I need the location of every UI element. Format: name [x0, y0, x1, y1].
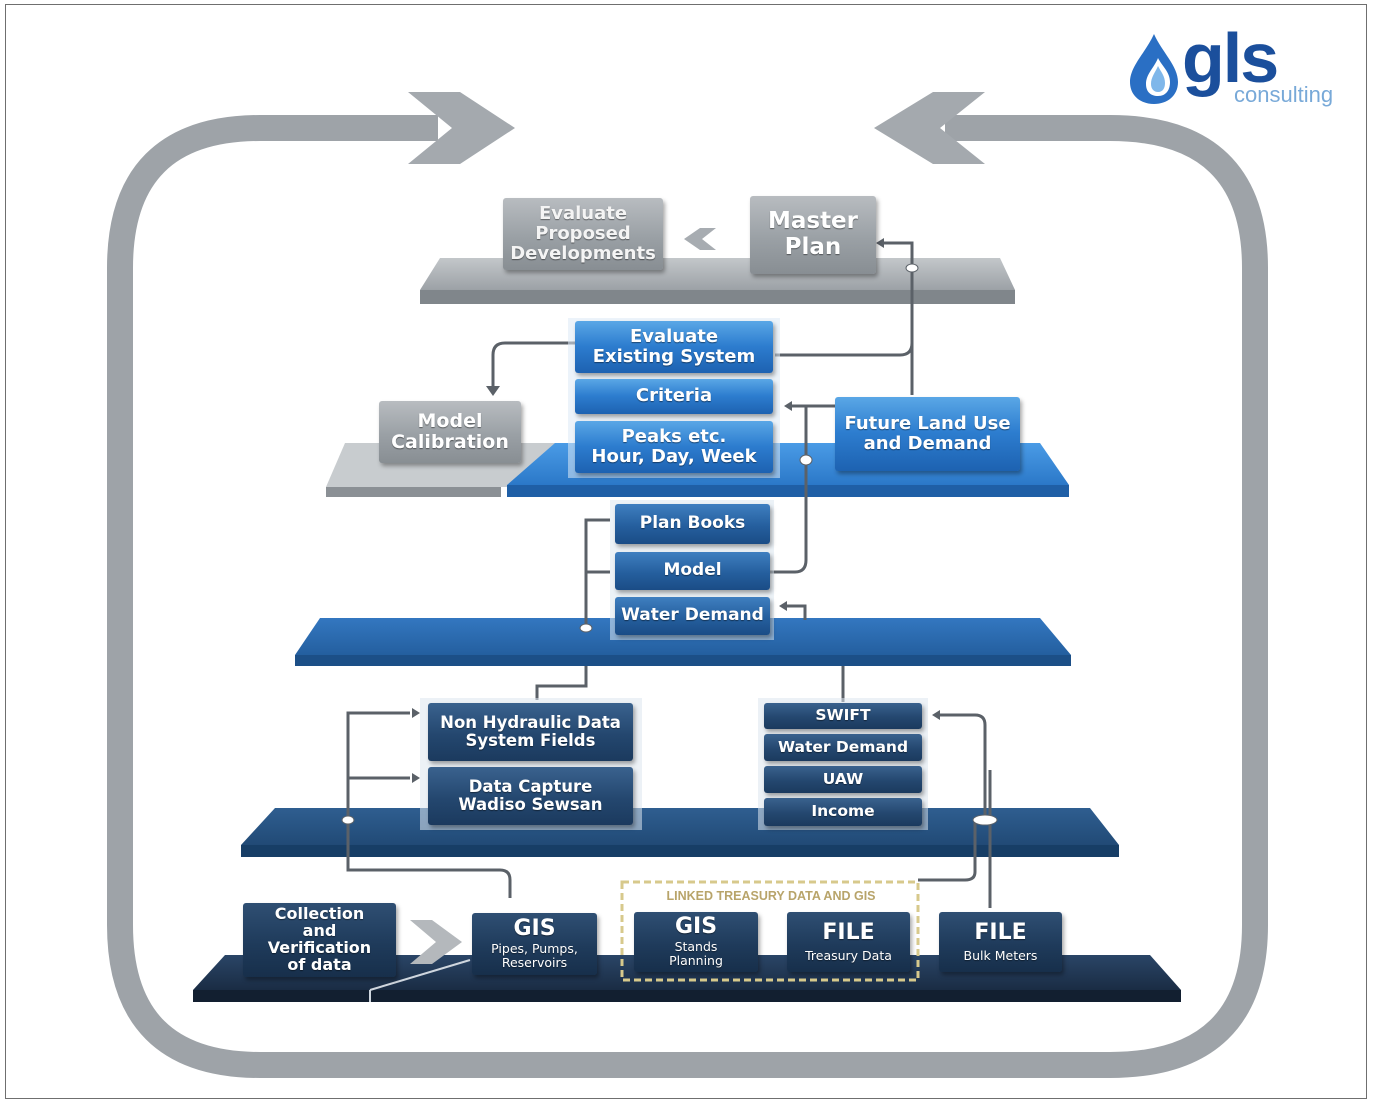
water-drop-icon — [1130, 34, 1178, 104]
box-line: Verification — [267, 938, 372, 957]
box-line: Model — [417, 409, 483, 432]
box-subtitle: Pipes, Pumps, — [491, 940, 578, 956]
junction-dot — [341, 815, 355, 825]
junction-dot — [579, 623, 593, 633]
peaks-box: Peaks etc. Hour, Day, Week — [575, 421, 773, 473]
box-line: Plan Books — [639, 513, 746, 534]
box-line: Criteria — [635, 385, 713, 407]
box-line: Data Capture — [468, 776, 593, 796]
arrowhead — [932, 710, 940, 720]
linked-treasury-label: LINKED TREASURY DATA AND GIS — [666, 889, 876, 903]
arrowhead — [784, 401, 792, 411]
box-line: Income — [811, 802, 875, 821]
box-line: Non Hydraulic Data — [440, 712, 621, 732]
criteria-box: Criteria — [575, 379, 773, 414]
arrowhead — [779, 601, 787, 611]
loop-arrow-right — [408, 92, 515, 164]
data-capture-box: Data Capture Wadiso Sewsan — [428, 767, 633, 825]
future-land-use-box: Future Land Use and Demand — [835, 397, 1020, 471]
junction-dot — [799, 454, 813, 466]
box-subtitle: Bulk Meters — [963, 948, 1038, 964]
box-subtitle: Planning — [669, 953, 723, 969]
box-line: System Fields — [465, 731, 596, 750]
box-line: and Demand — [863, 433, 992, 454]
box-line: Peaks etc. — [621, 425, 727, 447]
box-line: Collection — [274, 904, 365, 924]
model-calibration-box: Model Calibration — [379, 401, 521, 463]
platform-processing — [241, 808, 1119, 845]
box-subtitle: Reservoirs — [501, 955, 568, 971]
box-title: FILE — [974, 919, 1027, 945]
box-line: Future Land Use — [844, 412, 1011, 434]
box-line: Wadiso Sewsan — [458, 795, 603, 814]
water-demand-model-box: Water Demand — [615, 597, 770, 635]
box-line: of data — [287, 954, 352, 974]
box-line: Master — [767, 208, 859, 235]
collection-verification-box: Collection and Verification of data — [243, 903, 396, 977]
box-line: Evaluate — [538, 202, 628, 224]
non-hydraulic-data-box: Non Hydraulic Data System Fields — [428, 703, 633, 761]
arrowhead — [412, 773, 420, 783]
box-line: Model — [663, 560, 722, 581]
box-line: Water Demand — [777, 737, 909, 756]
income-box: Income — [764, 798, 922, 826]
box-line: Evaluate — [629, 325, 719, 347]
gis-stands-box: GIS Stands Planning — [634, 912, 758, 972]
file-treasury-box: FILE Treasury Data — [787, 912, 910, 972]
box-line: SWIFT — [815, 706, 871, 725]
arrowhead — [412, 708, 420, 718]
evaluate-proposed-developments-box: Evaluate Proposed Developments — [503, 198, 663, 270]
connectors — [346, 241, 992, 908]
plan-books-box: Plan Books — [615, 504, 770, 544]
swift-box: SWIFT — [764, 703, 922, 729]
model-box: Model — [615, 552, 770, 590]
file-bulk-meters-box: FILE Bulk Meters — [939, 912, 1062, 972]
junction-dot — [905, 263, 919, 273]
box-line: UAW — [822, 769, 864, 788]
box-title: GIS — [513, 916, 556, 942]
box-subtitle: Treasury Data — [805, 948, 892, 964]
box-line: Water Demand — [621, 605, 764, 626]
logo-wordmark: gls — [1182, 19, 1279, 97]
linked-treasury-box — [620, 880, 920, 982]
chevron-left-icon — [684, 228, 716, 250]
junction-dot — [972, 814, 998, 826]
box-line: Plan — [784, 234, 842, 260]
loop-arrow-left — [874, 92, 985, 164]
master-plan-box: Master Plan — [750, 196, 876, 274]
arrowhead — [876, 238, 884, 248]
box-line: Calibration — [391, 431, 509, 453]
gis-pipes-box: GIS Pipes, Pumps, Reservoirs — [472, 913, 597, 975]
box-title: FILE — [822, 919, 875, 945]
water-demand-processing-box: Water Demand — [764, 734, 922, 761]
process-loop — [107, 92, 1268, 1078]
box-subtitle: Stands — [674, 938, 718, 954]
gls-consulting-logo: gls consulting — [1124, 19, 1354, 114]
platform-data — [193, 955, 1181, 990]
box-line: Proposed — [535, 222, 631, 244]
arrowhead — [486, 386, 500, 396]
logo-subtitle: consulting — [1234, 82, 1334, 107]
box-line: Developments — [510, 243, 656, 265]
box-title: GIS — [674, 914, 718, 940]
uaw-box: UAW — [764, 766, 922, 793]
box-line: Hour, Day, Week — [591, 446, 757, 467]
box-line: and — [302, 921, 337, 941]
box-line: Existing System — [592, 346, 756, 367]
chevron-right-icon — [410, 920, 462, 964]
evaluate-existing-system-box: Evaluate Existing System — [575, 321, 773, 373]
